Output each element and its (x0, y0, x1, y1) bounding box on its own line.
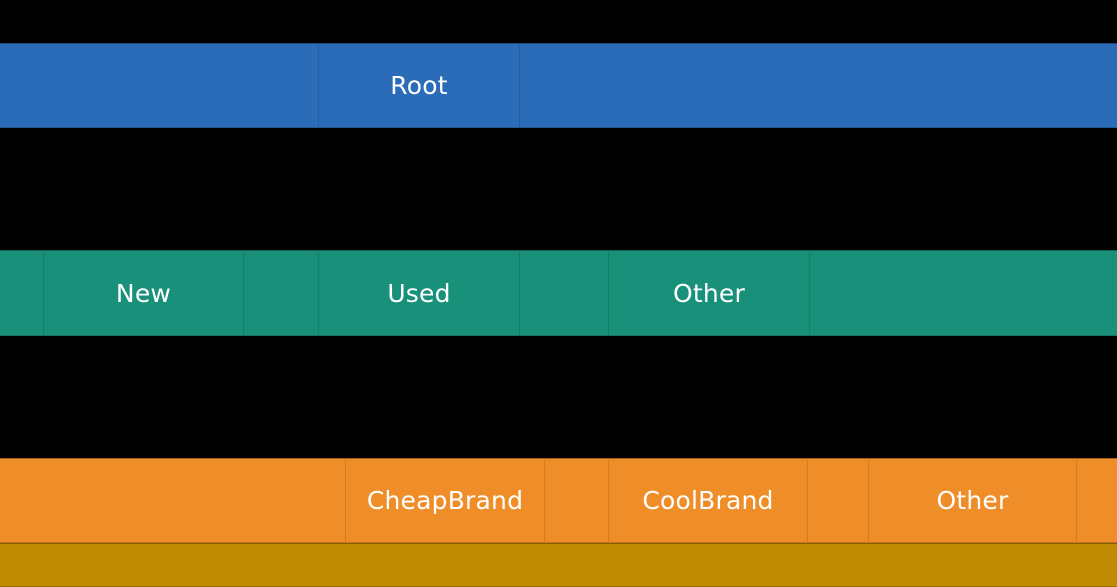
icicle-node-filler-1[interactable] (1077, 543, 1117, 587)
icicle-node-label: CoolBrand (642, 486, 774, 515)
icicle-row-brand-level: CheapBrand CoolBrand Other (0, 458, 1117, 543)
icicle-node-cheapbrand[interactable]: CheapBrand (345, 458, 545, 543)
icicle-node-label: CheapBrand (366, 486, 524, 515)
icicle-node-label: Root (390, 71, 448, 100)
icicle-node-filler-4[interactable] (808, 458, 868, 543)
icicle-node-label: Used (387, 278, 451, 308)
icicle-row-leaf-level (0, 543, 1117, 587)
icicle-node-other[interactable]: Other (608, 250, 810, 336)
icicle-row-root-level: Root (0, 43, 1117, 128)
icicle-row-condition-level: New Used Other (0, 250, 1117, 336)
icicle-node-filler-0[interactable] (0, 250, 43, 336)
icicle-node-other[interactable]: Other (868, 458, 1077, 543)
icicle-node-coolbrand[interactable]: CoolBrand (608, 458, 808, 543)
icicle-node-used[interactable]: Used (318, 250, 520, 336)
icicle-node-new[interactable]: New (43, 250, 244, 336)
icicle-node-filler-4[interactable] (520, 250, 608, 336)
icicle-node-filler-0[interactable] (0, 43, 318, 128)
icicle-node-filler-6[interactable] (810, 250, 1117, 336)
icicle-node-filler-2[interactable] (520, 43, 1117, 128)
icicle-node-filler-0[interactable] (0, 543, 1077, 587)
icicle-node-filler-2[interactable] (244, 250, 318, 336)
icicle-node-label: Other (673, 278, 745, 308)
icicle-node-label: New (115, 278, 172, 308)
icicle-node-filler-6[interactable] (1077, 458, 1117, 543)
icicle-node-label: Other (936, 486, 1009, 515)
icicle-node-root[interactable]: Root (318, 43, 520, 128)
icicle-node-filler-0[interactable] (0, 458, 345, 543)
icicle-node-filler-2[interactable] (545, 458, 608, 543)
